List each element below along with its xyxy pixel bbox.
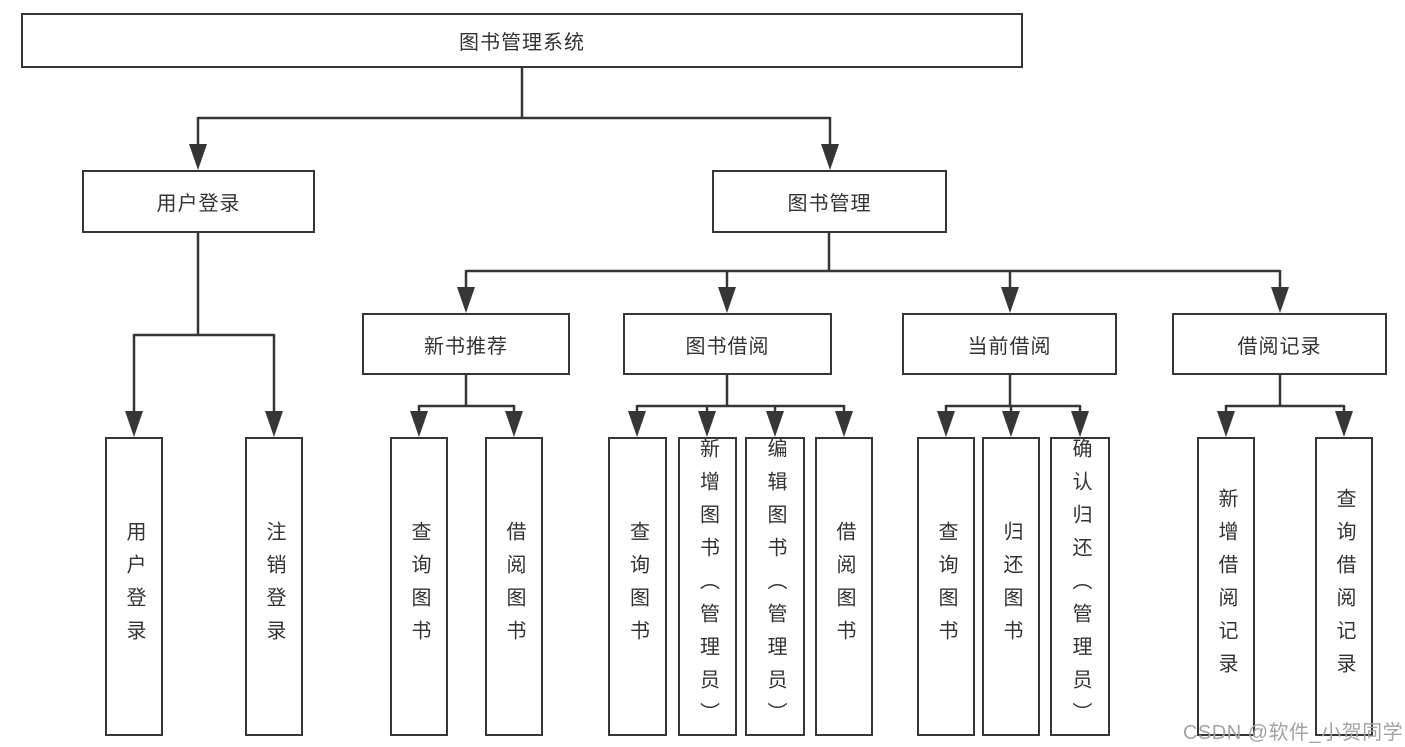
leaf-user-login: 用户登录 xyxy=(105,437,163,736)
node-book-management-label: 图书管理 xyxy=(787,193,872,215)
leaf-edit-book-admin: 编辑图书（管理员） xyxy=(745,437,805,736)
leaf-logout: 注销登录 xyxy=(245,437,303,736)
node-current-borrowing-label: 当前借阅 xyxy=(967,335,1052,358)
node-book-borrowing-label: 图书借阅 xyxy=(685,335,770,358)
leaf-add-borrow-record-label: 新增借阅记录 xyxy=(1215,487,1237,686)
leaf-recommend-borrow-books-label: 借阅图书 xyxy=(503,520,525,653)
leaf-recommend-query-books-label: 查询图书 xyxy=(408,520,430,653)
node-book-management: 图书管理 xyxy=(712,170,947,233)
leaf-borrowing-borrow-books: 借阅图书 xyxy=(815,437,873,736)
leaf-query-borrow-record: 查询借阅记录 xyxy=(1315,437,1373,736)
arrowhead-icons xyxy=(125,144,1353,437)
leaf-borrowing-query-books-label: 查询图书 xyxy=(626,520,649,653)
node-user-login-label: 用户登录 xyxy=(156,193,241,215)
node-borrowing-records: 借阅记录 xyxy=(1172,313,1387,375)
node-user-login: 用户登录 xyxy=(82,170,315,233)
leaf-confirm-return-admin: 确认归还（管理员） xyxy=(1050,437,1110,736)
node-root: 图书管理系统 xyxy=(21,13,1023,68)
node-new-book-recommendation-label: 新书推荐 xyxy=(424,335,508,358)
leaf-edit-book-admin-label: 编辑图书（管理员） xyxy=(764,438,786,735)
leaf-current-query-books: 查询图书 xyxy=(917,437,975,736)
leaf-add-book-admin: 新增图书（管理员） xyxy=(678,437,737,736)
node-book-borrowing: 图书借阅 xyxy=(623,313,832,375)
leaf-borrowing-query-books: 查询图书 xyxy=(608,437,667,736)
node-root-label: 图书管理系统 xyxy=(459,32,585,54)
watermark: CSDN @软件_小贺同学 xyxy=(1183,722,1404,744)
leaf-logout-label: 注销登录 xyxy=(263,520,285,653)
leaf-return-books: 归还图书 xyxy=(982,437,1040,736)
leaf-add-book-admin-label: 新增图书（管理员） xyxy=(696,438,719,735)
leaf-query-borrow-record-label: 查询借阅记录 xyxy=(1333,487,1355,686)
leaf-recommend-query-books: 查询图书 xyxy=(390,437,448,736)
leaf-return-books-label: 归还图书 xyxy=(1000,520,1022,653)
leaf-borrowing-borrow-books-label: 借阅图书 xyxy=(833,520,855,653)
node-new-book-recommendation: 新书推荐 xyxy=(362,313,570,375)
leaf-user-login-label: 用户登录 xyxy=(123,520,145,653)
leaf-recommend-borrow-books: 借阅图书 xyxy=(485,437,543,736)
node-borrowing-records-label: 借阅记录 xyxy=(1237,335,1322,358)
leaf-confirm-return-admin-label: 确认归还（管理员） xyxy=(1069,438,1091,735)
leaf-current-query-books-label: 查询图书 xyxy=(935,520,957,653)
leaf-add-borrow-record: 新增借阅记录 xyxy=(1197,437,1255,736)
node-current-borrowing: 当前借阅 xyxy=(902,313,1117,375)
